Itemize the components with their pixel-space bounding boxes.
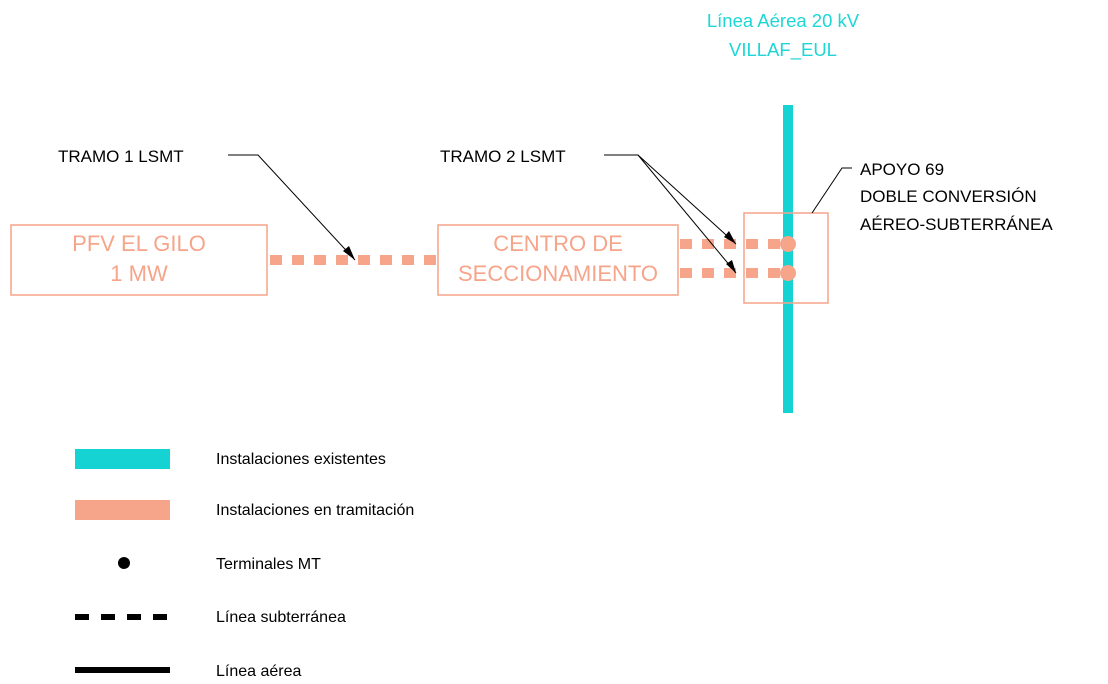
support-label-3: AÉREO-SUBTERRÁNEA bbox=[860, 215, 1053, 234]
mt-terminal-a bbox=[780, 236, 796, 252]
tramo2-leader-b bbox=[637, 154, 737, 274]
overhead-line-existing bbox=[783, 105, 793, 413]
switching-center-box bbox=[437, 224, 679, 296]
support-label-1: APOYO 69 bbox=[860, 160, 944, 179]
tramo1-arrowhead bbox=[343, 246, 355, 260]
tramo1-leader bbox=[228, 154, 356, 261]
support-box bbox=[743, 212, 829, 304]
tramo2-label: TRAMO 2 LSMT bbox=[440, 147, 566, 166]
mt-terminal-b bbox=[780, 265, 796, 281]
legend-label-overhead: Línea aérea bbox=[216, 663, 302, 680]
legend-label-existing: Instalaciones existentes bbox=[216, 451, 386, 468]
tramo2-arrowhead-b bbox=[726, 260, 736, 273]
plant-power: 1 MW bbox=[110, 261, 168, 286]
tramo2-leader-a bbox=[604, 154, 737, 245]
tramo1-label: TRAMO 1 LSMT bbox=[58, 147, 184, 166]
legend: Instalaciones existentes Instalaciones e… bbox=[75, 449, 414, 680]
switching-center-line1: CENTRO DE bbox=[493, 231, 623, 256]
legend-label-planned: Instalaciones en tramitación bbox=[216, 502, 414, 519]
overhead-line-code: VILLAF_EUL bbox=[729, 39, 837, 61]
support-leader bbox=[811, 167, 852, 214]
legend-label-terminal: Terminales MT bbox=[216, 556, 321, 573]
legend-label-underground: Línea subterránea bbox=[216, 609, 346, 626]
support-label-2: DOBLE CONVERSIÓN bbox=[860, 187, 1037, 206]
legend-symbol-terminal bbox=[118, 557, 130, 569]
plant-box bbox=[10, 224, 268, 296]
overhead-line-title: Línea Aérea 20 kV bbox=[707, 10, 860, 31]
tramo2-arrowhead-a bbox=[724, 231, 736, 244]
legend-swatch-planned bbox=[75, 500, 170, 520]
plant-name: PFV EL GILO bbox=[72, 231, 206, 256]
legend-swatch-existing bbox=[75, 449, 170, 469]
switching-center-line2: SECCIONAMIENTO bbox=[458, 261, 658, 286]
